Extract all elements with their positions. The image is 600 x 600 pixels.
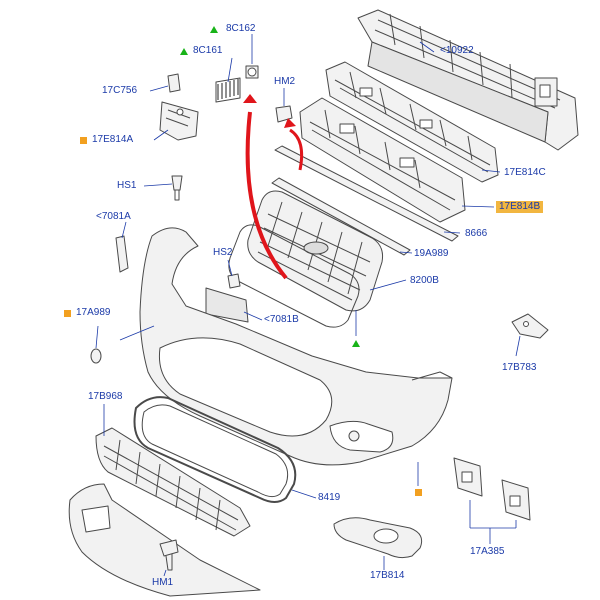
energy-absorber-lower	[299, 97, 466, 223]
bumper-reinforcement-beam	[357, 9, 579, 151]
leader-lines	[95, 34, 521, 577]
label-17a385: 17A385	[470, 546, 505, 557]
screw-hm1	[159, 539, 179, 571]
red-curved-arrow	[243, 94, 304, 280]
fog-lamp-bezel	[333, 517, 423, 559]
energy-absorber-upper	[325, 61, 499, 183]
clip-17c756	[167, 73, 181, 93]
label-17e814a: 17E814A	[92, 134, 134, 145]
label-8c161: 8C161	[193, 45, 223, 56]
label-10922: <10922	[440, 45, 474, 56]
label-hs1: HS1	[117, 180, 137, 191]
lower-grille-frame	[228, 224, 360, 328]
upper-grille	[247, 190, 383, 312]
screw-hs1	[171, 175, 183, 201]
label-19a989: 19A989	[414, 248, 449, 259]
label-7081b: <7081B	[264, 314, 299, 325]
lower-grille-surround	[133, 396, 297, 503]
bracket-17a385-right	[501, 479, 531, 521]
plug-17a989	[90, 348, 102, 364]
label-17e814b-highlighted: 17E814B	[496, 201, 544, 213]
bracket-7081a	[115, 235, 129, 273]
label-hm1: HM1	[152, 577, 174, 588]
label-8666: 8666	[465, 228, 488, 239]
label-17a989: 17A989	[76, 307, 111, 318]
green-triangle-icon	[210, 26, 218, 33]
label-17b783: 17B783	[502, 362, 537, 373]
orange-square-icon	[415, 489, 422, 496]
green-triangle-icon	[352, 340, 360, 347]
bracket-17a385-left	[453, 457, 483, 497]
green-triangle-icon	[180, 48, 188, 55]
clip-hm2	[275, 105, 293, 123]
label-7081a: <7081A	[96, 211, 131, 222]
bracket-7081b	[205, 287, 249, 323]
label-8200b: 8200B	[410, 275, 439, 286]
orange-square-icon	[80, 137, 87, 144]
upper-trim-strip	[274, 145, 459, 242]
label-hm2: HM2	[274, 76, 296, 87]
lower-splash-shield	[68, 483, 261, 597]
label-hs2: HS2	[213, 247, 233, 258]
label-17b814: 17B814	[370, 570, 405, 581]
bracket-17b783	[511, 313, 549, 339]
label-8419: 8419	[318, 492, 341, 503]
bumper-cover	[139, 227, 453, 466]
label-17c756: 17C756	[102, 85, 138, 96]
screw-hs2	[227, 273, 241, 289]
spring-8c161	[215, 77, 241, 103]
orange-square-icon	[64, 310, 71, 317]
label-8c162: 8C162	[226, 23, 256, 34]
label-17b968: 17B968	[88, 391, 123, 402]
label-17e814c: 17E814C	[504, 167, 546, 178]
bracket-17e814a	[159, 101, 199, 141]
grille-trim-strip	[271, 177, 411, 256]
lower-grille	[95, 427, 251, 537]
clip-8c162	[245, 65, 259, 79]
